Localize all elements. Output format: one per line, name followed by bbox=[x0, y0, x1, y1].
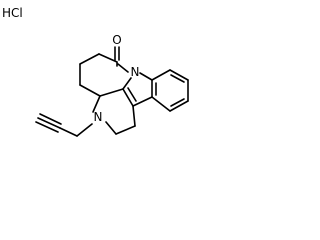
amine-nitrogen-atom-label: N bbox=[94, 110, 103, 124]
bond-ch2-ch2 bbox=[79, 53, 100, 65]
bond-ch2b-c3 bbox=[132, 105, 136, 127]
molecule-drawing: HCl bbox=[2, 6, 189, 137]
benzene-bond-1 bbox=[151, 69, 171, 81]
bond-ch-namine bbox=[92, 95, 101, 113]
bond-c3a-c3 bbox=[132, 96, 153, 107]
bond-namine-ch2 bbox=[105, 121, 117, 135]
ring-nitrogen-atom-label: N bbox=[131, 65, 140, 79]
benzene-bond-2 bbox=[169, 69, 189, 81]
bond-c2-n bbox=[122, 77, 132, 90]
bond-propargyl-ch2-c bbox=[59, 127, 78, 137]
bond-ch-c-indole bbox=[79, 84, 101, 97]
benzene-bond-4 bbox=[169, 100, 189, 112]
bond-ch-c2 bbox=[99, 88, 124, 97]
benzene-bond-2-inner bbox=[170, 74, 185, 83]
bond-namine-propargyl-ch2 bbox=[76, 123, 93, 137]
structure-canvas: HCl bbox=[0, 0, 221, 165]
oxygen-atom-label: O bbox=[112, 33, 121, 47]
bond-ch2-ch2b bbox=[115, 125, 136, 135]
bond-c3-c2-inner bbox=[127, 87, 137, 102]
triple-bond-2 bbox=[39, 113, 62, 125]
triple-bond-3 bbox=[35, 121, 59, 133]
bond-c3-c2 bbox=[122, 88, 134, 107]
bond-n-co bbox=[117, 63, 129, 73]
triple-bond-1 bbox=[37, 117, 61, 129]
bond-n-c7a bbox=[139, 72, 153, 81]
bond-co-ch2 bbox=[98, 53, 118, 63]
salt-label: HCl bbox=[2, 6, 23, 20]
benzene-bond-5 bbox=[151, 96, 171, 112]
benzene-bond-4-inner bbox=[170, 98, 185, 107]
